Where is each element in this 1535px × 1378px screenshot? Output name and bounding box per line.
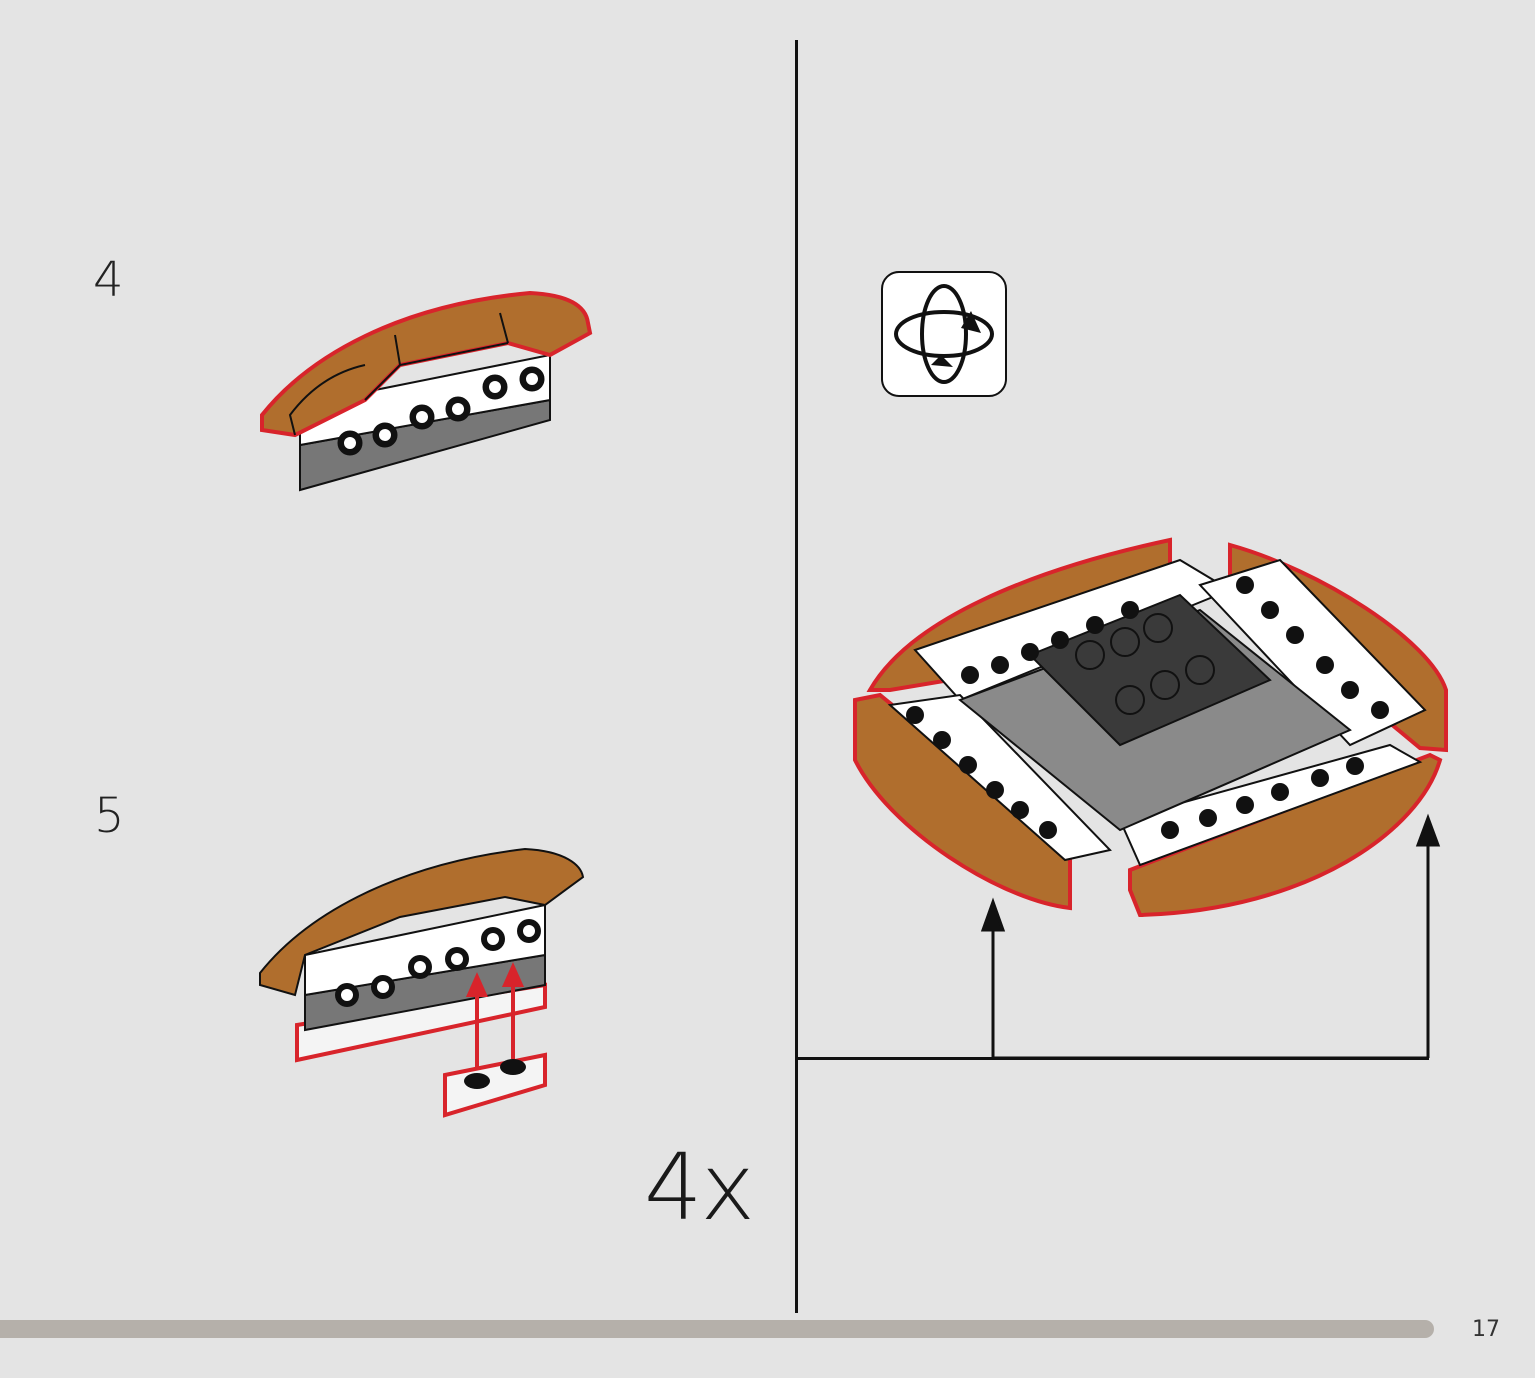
page-number: 17	[1472, 1317, 1500, 1342]
step-5-illustration	[259, 847, 585, 1118]
progress-bar	[0, 1320, 1434, 1338]
step-number-5: 5	[94, 788, 125, 844]
rotate-model-icon	[881, 271, 1007, 397]
step-number-4: 4	[93, 252, 124, 308]
final-assembly-illustration	[853, 537, 1448, 1060]
multiplier-label: 4x	[644, 1134, 755, 1241]
vertical-divider	[795, 40, 798, 1313]
step-4-illustration	[260, 290, 593, 492]
